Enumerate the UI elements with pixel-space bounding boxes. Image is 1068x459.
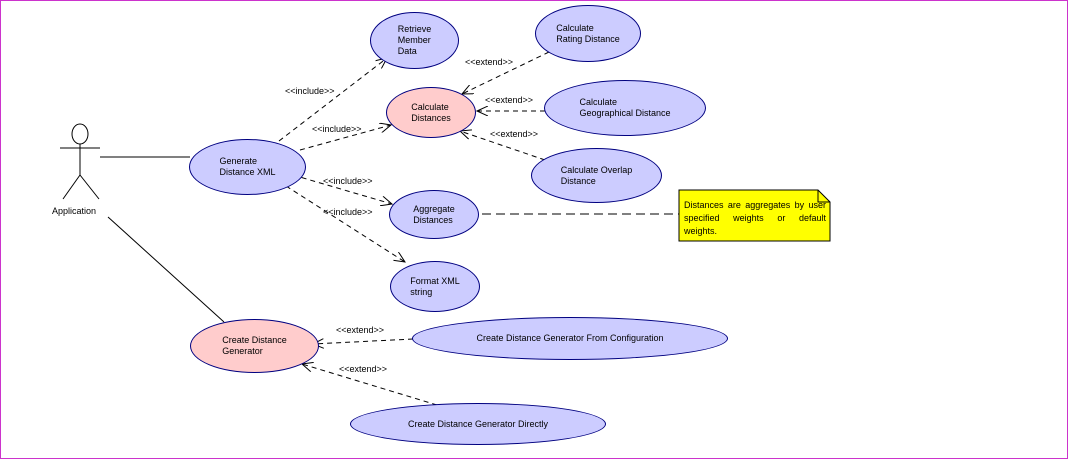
use-case-label: Calculate Rating Distance bbox=[556, 22, 620, 44]
use-case-label: Create Distance Generator bbox=[222, 335, 287, 356]
extend-label-configuration: <<extend>> bbox=[336, 325, 385, 335]
extend-label-geographical: <<extend>> bbox=[485, 95, 534, 105]
include-label-retrieve: <<include>> bbox=[285, 86, 335, 96]
use-case-calculate-distances[interactable]: Calculate Distances bbox=[386, 87, 476, 138]
actor-left-leg bbox=[62, 174, 81, 200]
use-case-label: Retrieve Member Data bbox=[397, 24, 432, 56]
use-case-generate-distance-xml[interactable]: Generate Distance XML bbox=[189, 139, 306, 195]
include-label-format: <<include>> bbox=[323, 207, 373, 217]
actor-label: Application bbox=[52, 206, 97, 216]
extend-label-overlap: <<extend>> bbox=[490, 129, 539, 139]
use-case-label: Create Distance Generator From Configura… bbox=[476, 333, 664, 343]
extend-label-rating: <<extend>> bbox=[465, 57, 514, 67]
extend-label-directly: <<extend>> bbox=[339, 364, 388, 374]
use-case-create-from-configuration[interactable]: Create Distance Generator From Configura… bbox=[412, 317, 728, 360]
include-calculate-distances bbox=[299, 125, 391, 151]
extend-overlap-distance bbox=[460, 131, 546, 161]
actor-right-leg bbox=[79, 174, 100, 200]
use-case-label: Calculate Overlap Distance bbox=[560, 164, 633, 186]
use-case-label: Calculate Distances bbox=[411, 101, 451, 123]
use-case-create-distance-generator[interactable]: Create Distance Generator bbox=[190, 319, 319, 373]
use-case-aggregate-distances[interactable]: Aggregate Distances bbox=[389, 190, 479, 239]
use-case-label: Format XML string bbox=[410, 275, 460, 297]
use-case-label: Aggregate Distances bbox=[413, 203, 455, 225]
note-box bbox=[678, 189, 831, 242]
use-case-format-xml-string[interactable]: Format XML string bbox=[390, 261, 480, 312]
actor-head bbox=[71, 123, 89, 145]
use-case-calculate-overlap-distance[interactable]: Calculate Overlap Distance bbox=[531, 148, 662, 203]
use-case-retrieve-member-data[interactable]: Retrieve Member Data bbox=[370, 12, 459, 69]
extend-directly bbox=[302, 364, 438, 406]
include-label-aggregate: <<include>> bbox=[323, 176, 373, 186]
include-format-xml-string bbox=[285, 185, 405, 262]
use-case-label: Calculate Geographical Distance bbox=[579, 97, 671, 118]
actor-figure bbox=[60, 123, 100, 200]
note-text: Distances are aggregates by user specifi… bbox=[684, 200, 826, 236]
use-case-label: Generate Distance XML bbox=[219, 156, 276, 177]
use-case-calculate-rating-distance[interactable]: Calculate Rating Distance bbox=[535, 5, 641, 62]
include-retrieve-member-data bbox=[278, 58, 387, 142]
use-case-create-directly[interactable]: Create Distance Generator Directly bbox=[350, 403, 606, 445]
association-create bbox=[107, 216, 225, 323]
include-label-calculate: <<include>> bbox=[312, 124, 362, 134]
extend-rating-distance bbox=[462, 51, 550, 94]
extend-from-configuration bbox=[313, 339, 414, 344]
use-case-calculate-geographical-distance[interactable]: Calculate Geographical Distance bbox=[544, 80, 706, 136]
use-case-label: Create Distance Generator Directly bbox=[407, 418, 549, 429]
include-aggregate-distances bbox=[292, 174, 392, 204]
